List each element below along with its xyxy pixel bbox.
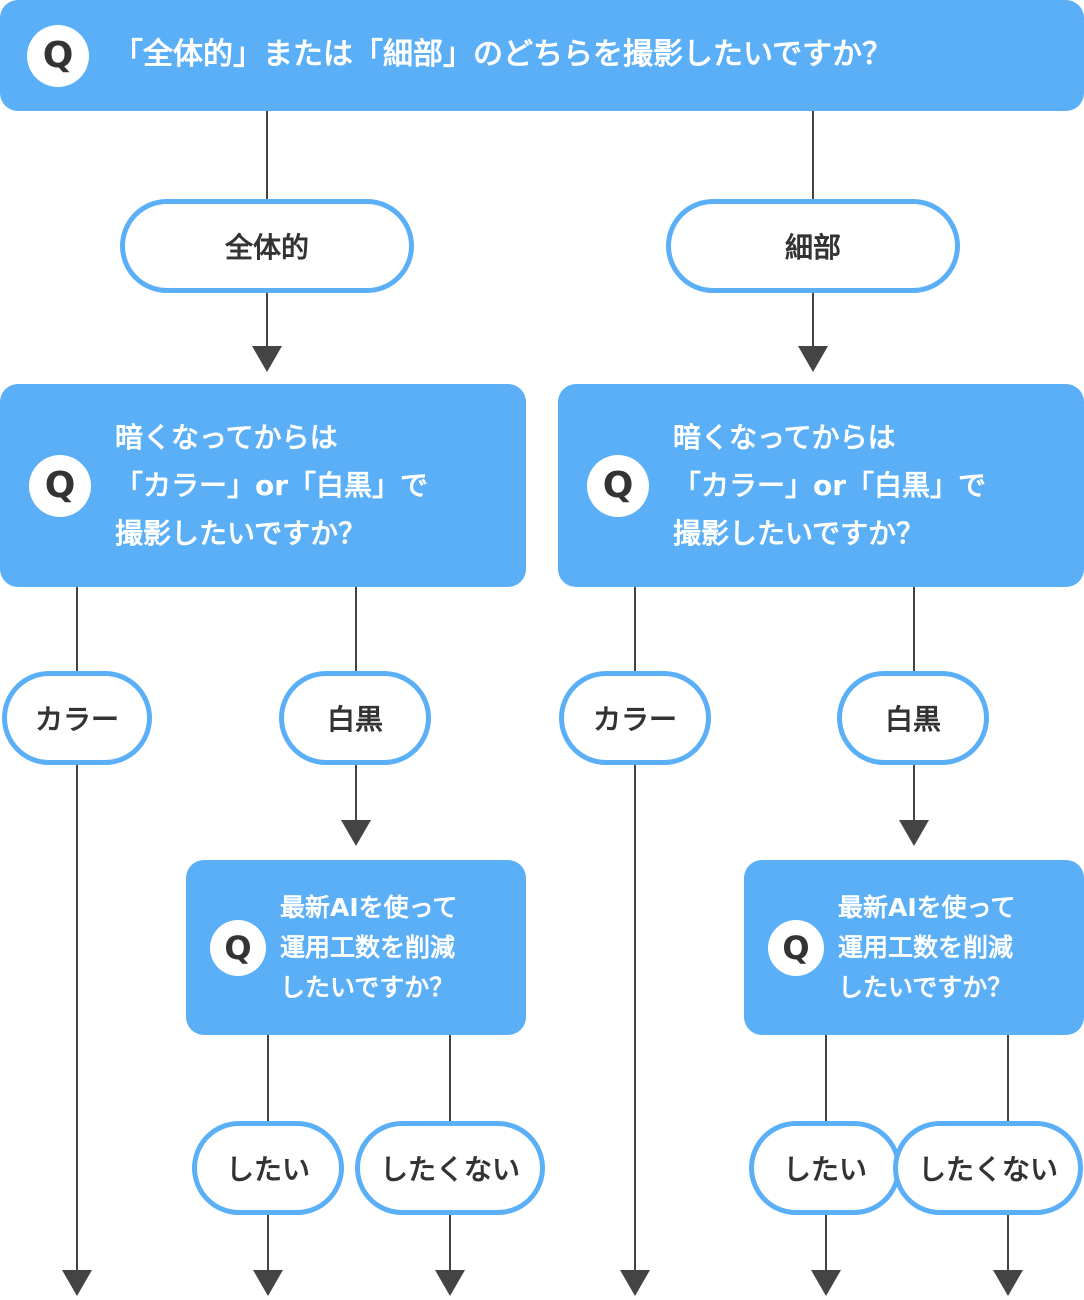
question-box-left-ai: Q 最新AIを使って 運用工数を削減 したいですか？ [186,860,526,1035]
question-box-left-color-mono: Q 暗くなってからは 「カラー」or「白黒」で 撮影したいですか？ [0,384,526,587]
q-badge-icon: Q [210,919,266,976]
q-badge-icon: Q [768,919,824,976]
choice-left-color[interactable]: カラー [2,671,152,765]
arrow-head [341,820,371,846]
question-text: 「全体的」または「細部」のどちらを撮影したいですか？ [113,37,893,73]
arrow-head [62,1270,92,1296]
question-box-right-color-mono: Q 暗くなってからは 「カラー」or「白黒」で 撮影したいですか？ [558,384,1084,587]
question-box-main: Q 「全体的」または「細部」のどちらを撮影したいですか？ [0,0,1084,111]
arrow-head [253,1270,283,1296]
choice-left-mono[interactable]: 白黒 [279,671,431,765]
arrow-head [435,1270,465,1296]
arrow-head [993,1270,1023,1296]
q-badge-icon: Q [27,24,89,87]
question-text: 最新AIを使って 運用工数を削減 したいですか？ [280,892,458,1002]
arrow-head [620,1270,650,1296]
choice-right-no[interactable]: したくない [893,1121,1083,1215]
question-text: 最新AIを使って 運用工数を削減 したいですか？ [838,892,1016,1002]
choice-detail[interactable]: 細部 [666,199,960,293]
choice-right-color[interactable]: カラー [559,671,711,765]
choice-right-yes[interactable]: したい [749,1121,901,1215]
choice-left-yes[interactable]: したい [192,1121,344,1215]
question-text: 暗くなってからは 「カラー」or「白黒」で 撮影したいですか？ [115,420,429,550]
choice-left-no[interactable]: したくない [355,1121,545,1215]
arrow-head [798,346,828,372]
question-box-right-ai: Q 最新AIを使って 運用工数を削減 したいですか？ [744,860,1084,1035]
choice-overall[interactable]: 全体的 [120,199,414,293]
arrow-head [252,346,282,372]
q-badge-icon: Q [29,454,91,517]
q-badge-icon: Q [587,454,649,517]
arrow-head [811,1270,841,1296]
question-text: 暗くなってからは 「カラー」or「白黒」で 撮影したいですか？ [673,420,987,550]
choice-right-mono[interactable]: 白黒 [837,671,989,765]
arrow-head [899,820,929,846]
